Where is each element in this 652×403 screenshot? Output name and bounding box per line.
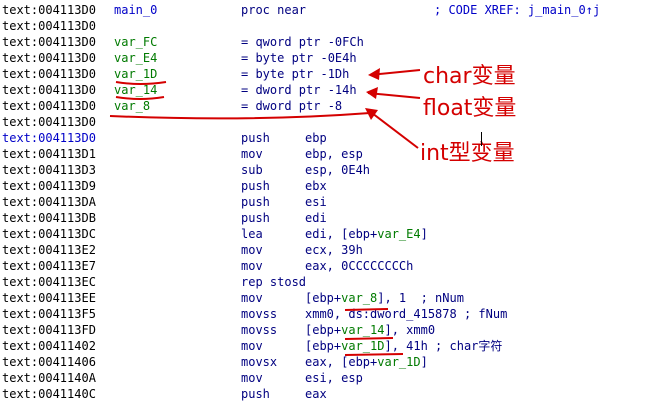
- row-address[interactable]: text:004113E2: [2, 243, 96, 257]
- row-address[interactable]: text:004113DA: [2, 195, 96, 209]
- variable-definition: = dword ptr -14h: [241, 83, 357, 97]
- stack-variable-name[interactable]: var_1D: [114, 67, 158, 81]
- row-address[interactable]: text:004113D0: [2, 115, 96, 129]
- arrow-int: [367, 109, 419, 149]
- row-address[interactable]: text:004113D9: [2, 179, 96, 193]
- instruction-operands: [ebp+var_14], xmm0: [305, 323, 436, 337]
- underline-var-8: [109, 112, 371, 120]
- underline-op-var-1d: [344, 353, 404, 356]
- instruction-operands: edi, [ebp+var_E4]: [305, 227, 428, 241]
- variable-reference[interactable]: var_E4: [377, 227, 421, 241]
- instruction-mnemonic: movss: [241, 323, 278, 337]
- variable-reference[interactable]: var_14: [341, 323, 385, 337]
- row-address[interactable]: text:00411402: [2, 339, 96, 353]
- instruction-mnemonic: mov: [241, 259, 263, 273]
- row-address[interactable]: text:004113FD: [2, 323, 96, 337]
- row-address[interactable]: text:004113EC: [2, 275, 96, 289]
- stack-variable-name[interactable]: var_E4: [114, 51, 158, 65]
- instruction-mnemonic: proc near: [241, 3, 307, 17]
- row-address[interactable]: text:004113D0: [2, 131, 96, 145]
- row-address[interactable]: text:004113D3: [2, 163, 96, 177]
- instruction-operands: eax: [305, 387, 327, 401]
- instruction-mnemonic: push: [241, 195, 270, 209]
- instruction-operands: [ebp+var_1D], 41h ; char字符: [305, 339, 503, 353]
- instruction-operands: eax, [ebp+var_1D]: [305, 355, 428, 369]
- instruction-operands: ecx, 39h: [305, 243, 363, 257]
- instruction-operands: ebx: [305, 179, 327, 193]
- variable-definition: = qword ptr -0FCh: [241, 35, 364, 49]
- instruction-mnemonic: mov: [241, 371, 263, 385]
- underline-var-14: [115, 96, 165, 100]
- arrow-float-head: [366, 87, 378, 99]
- variable-reference[interactable]: var_1D: [377, 355, 421, 369]
- annotation-float: float变量: [423, 96, 517, 121]
- underline-op-var-14: [344, 337, 394, 340]
- arrow-char-head: [368, 68, 380, 80]
- stack-variable-name[interactable]: var_8: [114, 99, 151, 113]
- instruction-mnemonic: rep stosd: [241, 275, 307, 289]
- row-address[interactable]: text:004113D0: [2, 83, 96, 97]
- row-address[interactable]: text:004113D0: [2, 99, 96, 113]
- code-xref-comment[interactable]: ; CODE XREF: j_main_0↑j: [434, 3, 601, 17]
- row-address[interactable]: text:004113DC: [2, 227, 96, 241]
- variable-definition: = dword ptr -8: [241, 99, 343, 113]
- instruction-operands: xmm0, ds:dword_415878 ; fNum: [305, 307, 508, 321]
- row-address[interactable]: text:004113DB: [2, 211, 96, 225]
- instruction-mnemonic: sub: [241, 163, 263, 177]
- instruction-operands: ebp, esp: [305, 147, 363, 161]
- instruction-mnemonic: lea: [241, 227, 263, 241]
- row-address[interactable]: text:004113D1: [2, 147, 96, 161]
- variable-definition: = byte ptr -0E4h: [241, 51, 357, 65]
- instruction-operands: ebp: [305, 131, 327, 145]
- instruction-mnemonic: mov: [241, 147, 263, 161]
- function-label[interactable]: main_0: [114, 3, 158, 17]
- stack-variable-name[interactable]: var_FC: [114, 35, 158, 49]
- row-address[interactable]: text:004113D0: [2, 19, 96, 33]
- row-address[interactable]: text:004113EE: [2, 291, 96, 305]
- row-address[interactable]: text:0041140A: [2, 371, 96, 385]
- variable-reference[interactable]: var_8: [341, 291, 378, 305]
- instruction-mnemonic: movsx: [241, 355, 278, 369]
- instruction-operands: esp, 0E4h: [305, 163, 371, 177]
- underline-var-1d: [115, 81, 167, 85]
- row-address[interactable]: text:004113D0: [2, 3, 96, 17]
- variable-reference[interactable]: var_1D: [341, 339, 385, 353]
- arrow-int-head: [365, 108, 378, 120]
- instruction-operands: esi: [305, 195, 327, 209]
- text-cursor: [481, 132, 482, 146]
- annotation-int: int型变量: [420, 141, 515, 166]
- instruction-operands: [ebp+var_8], 1 ; nNum: [305, 291, 464, 305]
- instruction-mnemonic: push: [241, 387, 270, 401]
- instruction-operands: edi: [305, 211, 327, 225]
- instruction-mnemonic: mov: [241, 291, 263, 305]
- underline-op-var-8: [344, 308, 389, 311]
- instruction-mnemonic: push: [241, 179, 270, 193]
- instruction-mnemonic: mov: [241, 339, 263, 353]
- row-address[interactable]: text:004113D0: [2, 35, 96, 49]
- instruction-operands: eax, 0CCCCCCCCh: [305, 259, 414, 273]
- row-address[interactable]: text:004113F5: [2, 307, 96, 321]
- row-address[interactable]: text:004113D0: [2, 67, 96, 81]
- instruction-mnemonic: movss: [241, 307, 278, 321]
- instruction-mnemonic: push: [241, 211, 270, 225]
- instruction-operands: esi, esp: [305, 371, 363, 385]
- stack-variable-name[interactable]: var_14: [114, 83, 158, 97]
- row-address[interactable]: text:00411406: [2, 355, 96, 369]
- instruction-mnemonic: push: [241, 131, 270, 145]
- variable-definition: = byte ptr -1Dh: [241, 67, 350, 81]
- row-address[interactable]: text:004113E7: [2, 259, 96, 273]
- row-address[interactable]: text:0041140C: [2, 387, 96, 401]
- row-address[interactable]: text:004113D0: [2, 51, 96, 65]
- annotation-char: char变量: [423, 64, 516, 89]
- instruction-mnemonic: mov: [241, 243, 263, 257]
